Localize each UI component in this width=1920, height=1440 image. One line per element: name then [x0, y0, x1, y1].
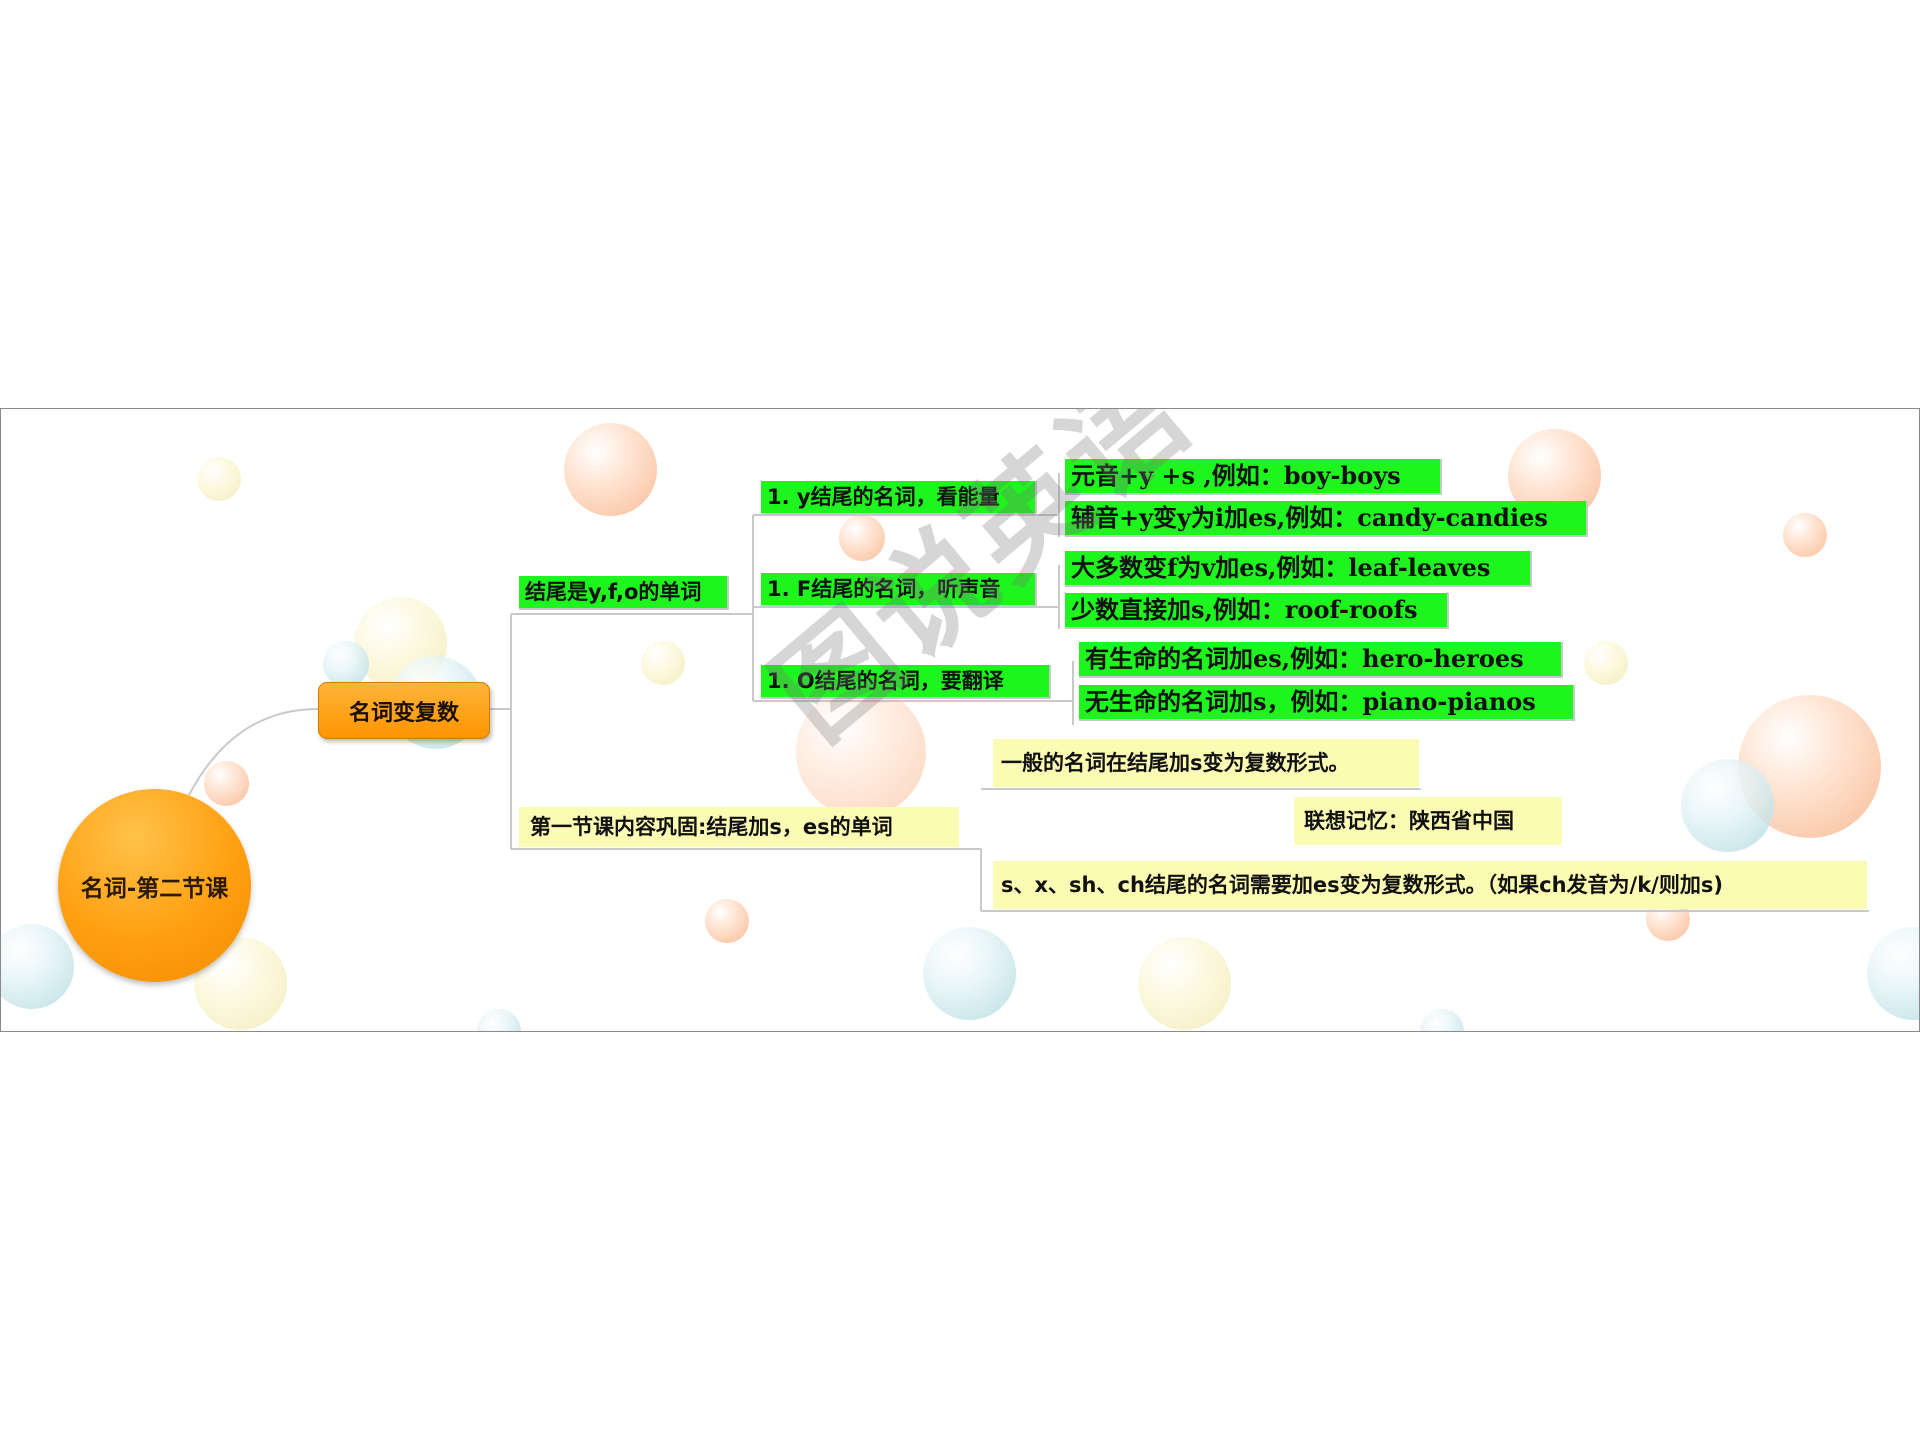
decorative-bubble	[1584, 641, 1628, 685]
decorative-bubble	[923, 927, 1016, 1020]
main-topic[interactable]: 名词变复数	[318, 682, 490, 739]
root-to-topic-link	[188, 708, 319, 796]
branch-yfo-topic[interactable]: 结尾是y,f,o的单词	[519, 576, 729, 610]
decorative-bubble	[1420, 1009, 1464, 1031]
mind-map-canvas: 名词-第二节课 名词变复数 结尾是y,f,o的单词 1. y结尾的名词，看能量 …	[0, 408, 1920, 1032]
decorative-bubble	[323, 641, 369, 687]
root-topic-label: 名词-第二节课	[80, 875, 229, 902]
f-rule-item-few[interactable]: 少数直接加s,例如：roof-roofs	[1065, 593, 1449, 629]
o-rule-item-living[interactable]: 有生命的名词加es,例如：hero-heroes	[1079, 642, 1563, 678]
y-rule-item-consonant[interactable]: 辅音+y变y为i加es,例如：candy-candies	[1065, 501, 1588, 537]
review-item-mnemonic[interactable]: 联想记忆：陕西省中国	[1294, 797, 1562, 845]
decorative-bubble	[839, 515, 885, 561]
main-topic-label: 名词变复数	[348, 700, 459, 726]
decorative-bubble	[796, 687, 926, 817]
decorative-bubble	[1783, 513, 1827, 557]
branch-review-topic[interactable]: 第一节课内容巩固:结尾加s，es的单词	[519, 807, 959, 847]
root-topic[interactable]: 名词-第二节课	[58, 789, 251, 982]
decorative-bubble	[564, 423, 657, 516]
f-rule-topic[interactable]: 1. F结尾的名词，听声音	[761, 573, 1037, 607]
decorative-bubble	[1681, 759, 1774, 852]
review-item-general[interactable]: 一般的名词在结尾加s变为复数形式。	[993, 739, 1419, 787]
y-rule-item-vowel[interactable]: 元音+y +s ,例如：boy-boys	[1065, 459, 1442, 495]
review-item-es-rule[interactable]: s、x、sh、ch结尾的名词需要加es变为复数形式。（如果ch发音为/k/则加s…	[993, 861, 1867, 909]
y-rule-topic[interactable]: 1. y结尾的名词，看能量	[761, 481, 1037, 515]
connector-lines	[188, 473, 1869, 912]
decorative-bubble	[1138, 937, 1231, 1030]
decorative-bubble	[477, 1009, 521, 1031]
decorative-bubble	[641, 641, 685, 685]
decorative-bubble	[705, 899, 749, 943]
decorative-bubble	[197, 457, 241, 501]
f-rule-item-most[interactable]: 大多数变f为v加es,例如：leaf-leaves	[1065, 551, 1532, 587]
decorative-bubble	[204, 761, 249, 806]
decorative-bubble	[1, 924, 74, 1009]
o-rule-item-nonliving[interactable]: 无生命的名词加s，例如：piano-pianos	[1079, 685, 1575, 721]
o-rule-topic[interactable]: 1. O结尾的名词，要翻译	[761, 665, 1051, 699]
